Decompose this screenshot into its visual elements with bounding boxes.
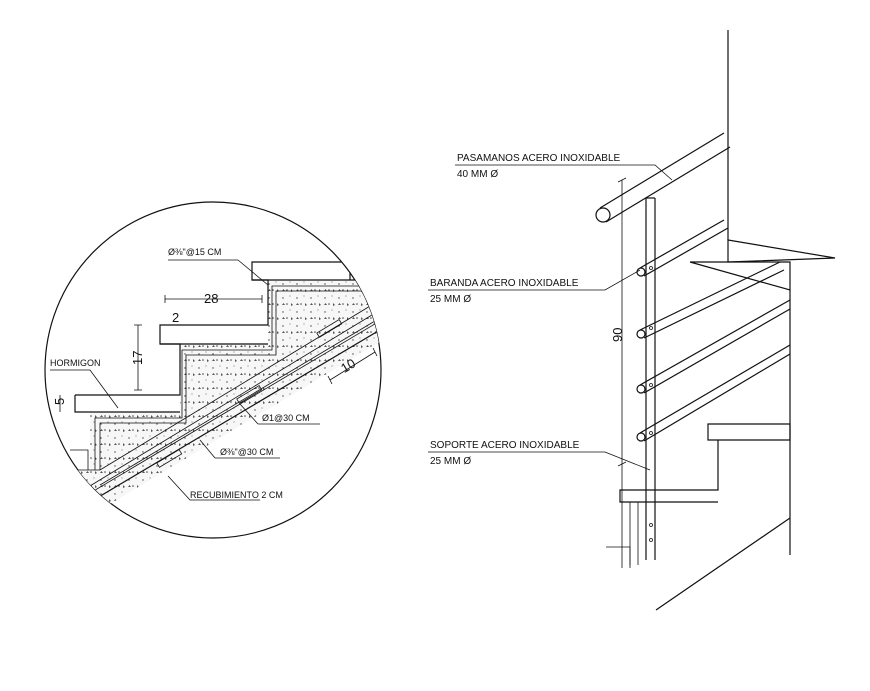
dim-90: 90 — [610, 328, 625, 342]
soporte-size: 25 MM Ø — [430, 456, 471, 467]
handrail-section — [595, 207, 611, 223]
rebar-1-label: Ø1@30 CM — [262, 413, 310, 423]
step-outline — [75, 261, 351, 396]
baranda-title: BARANDA ACERO INOXIDABLE — [430, 278, 579, 289]
dim-2: 2 — [172, 310, 179, 325]
stair-section-detail: Ø⅜"@15 CM 28 2 17 5 10 HORMIGON Ø1@30 CM… — [44, 201, 382, 539]
rebar-2-label: Ø⅜"@30 CM — [220, 447, 273, 457]
handrail-top — [599, 132, 725, 209]
dim-28: 28 — [204, 291, 218, 306]
detail-circle — [44, 201, 382, 539]
dim-10: 10 — [338, 356, 358, 376]
rebar-top-label: Ø⅜"@15 CM — [168, 247, 221, 257]
dim-5: 5 — [52, 398, 67, 405]
railing-elevation: PASAMANOS ACERO INOXIDABLE 40 MM Ø BARAN… — [428, 30, 836, 611]
hormigon-label: HORMIGON — [50, 358, 101, 368]
concrete-fill — [60, 280, 381, 520]
soporte-title: SOPORTE ACERO INOXIDABLE — [430, 440, 580, 451]
pasamanos-size: 40 MM Ø — [457, 169, 498, 180]
dim-17: 17 — [130, 351, 145, 365]
pasamanos-title: PASAMANOS ACERO INOXIDABLE — [457, 153, 621, 164]
recubrimiento-label: RECUBIMIENTO 2 CM — [190, 490, 283, 500]
baranda-size: 25 MM Ø — [430, 294, 471, 305]
